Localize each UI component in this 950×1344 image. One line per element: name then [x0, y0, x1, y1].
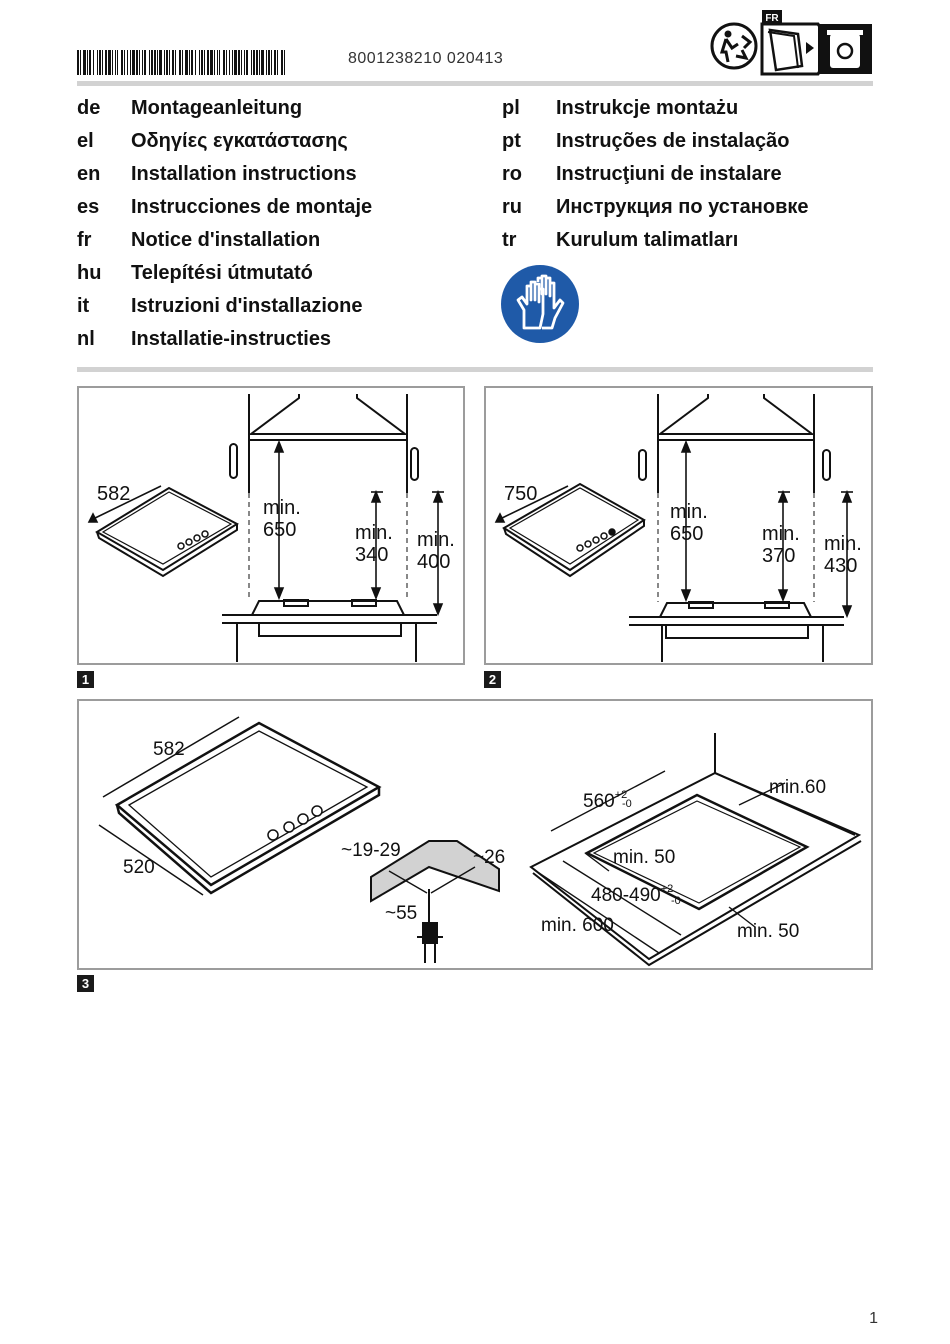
section-divider — [77, 367, 873, 372]
fig3-cutout-depth-tol-minus: -0 — [671, 895, 681, 907]
header-divider — [77, 81, 873, 86]
language-title: Montageanleitung — [131, 97, 303, 119]
language-title: Notice d'installation — [131, 229, 321, 251]
fig2-wall-min-label: min. — [824, 533, 862, 555]
language-title: Telepítési útmutató — [131, 262, 313, 284]
fig3-clip-range: ~19-29 — [341, 840, 401, 861]
recycling-logos: FR — [710, 10, 872, 76]
fig2-side-min-label: min. — [762, 523, 800, 545]
language-code: tr — [502, 229, 517, 251]
language-title: Instrukcje montażu — [556, 97, 739, 119]
fig2-side-min-value: 370 — [762, 545, 795, 567]
language-code: hu — [77, 262, 102, 284]
language-code: pl — [502, 97, 520, 119]
language-list-left: de Montageanleitung el Οδηγίες εγκατάστασης… — [77, 92, 372, 356]
figure-3-number: 3 — [77, 975, 94, 992]
language-row-ro: ro Instrucţiuni de instalare — [502, 158, 809, 191]
language-title: Kurulum talimatları — [556, 229, 739, 251]
language-title: Instrucciones de montaje — [131, 196, 373, 218]
figure-2-number: 2 — [484, 671, 501, 688]
fig3-min-front: min. 50 — [613, 847, 675, 868]
language-title: Installatie-instructies — [131, 328, 332, 350]
language-code: el — [77, 130, 94, 152]
fig3-min-worktop: min. 600 — [541, 915, 614, 936]
page-number: 1 — [869, 1310, 878, 1327]
language-title: Инструкция по установке — [556, 196, 809, 218]
language-code: ro — [502, 163, 522, 185]
language-row-es: es Instrucciones de montaje — [77, 191, 372, 224]
fig2-hob-width: 750 — [504, 483, 537, 505]
language-row-en: en Installation instructions — [77, 158, 372, 191]
protective-gloves-icon — [501, 265, 579, 343]
fig3-min-wall: min.60 — [769, 777, 826, 798]
fig2-hood-min-label: min. — [670, 501, 708, 523]
language-row-tr: tr Kurulum talimatları — [502, 224, 809, 257]
fig2-hood-min-value: 650 — [670, 523, 703, 545]
language-code: en — [77, 163, 101, 185]
document-number: 8001238210 020413 — [348, 50, 504, 67]
language-title: Istruzioni d'installazione — [131, 295, 363, 317]
sorting-info-icon — [760, 22, 872, 76]
barcode — [77, 50, 285, 75]
fig3-cutout-width: 560+2 — [583, 789, 627, 812]
language-row-ru: ru Инструкция по установке — [502, 191, 809, 224]
language-list-right: pl Instrukcje montażu pt Instruções de inst… — [502, 92, 809, 257]
fig3-hob-width: 582 — [153, 739, 185, 760]
fig1-hood-min-label: min. — [263, 497, 301, 519]
figure-1-number: 1 — [77, 671, 94, 688]
fr-badge: FR — [762, 10, 782, 24]
figure-3-cutout-dimensions: 582 520 ~19-29 ~26 ~55 — [77, 699, 873, 970]
fig1-wall-min-label: min. — [417, 529, 455, 551]
language-title: Instruções de instalação — [556, 130, 790, 152]
fig1-hood-min-value: 650 — [263, 519, 296, 541]
language-row-el: el Οδηγίες εγκατάστασης — [77, 125, 372, 158]
fig3-min-side: min. 50 — [737, 921, 799, 942]
language-title: Installation instructions — [131, 163, 357, 185]
fig3-cutout-width-tol-minus: -0 — [622, 798, 632, 810]
fig1-side-min-value: 340 — [355, 544, 388, 566]
fig1-hob-width: 582 — [97, 483, 130, 505]
language-code: pt — [502, 130, 521, 152]
fig1-side-min-label: min. — [355, 522, 393, 544]
fr-badge-label: FR — [765, 13, 779, 24]
language-title: Οδηγίες εγκατάστασης — [131, 130, 348, 152]
language-row-fr: fr Notice d'installation — [77, 224, 372, 257]
language-code: fr — [77, 229, 92, 251]
fig3-clip-depth: ~55 — [385, 903, 417, 924]
language-row-de: de Montageanleitung — [77, 92, 372, 125]
fig2-wall-min-value: 430 — [824, 555, 857, 577]
fig3-hob-depth: 520 — [123, 857, 155, 878]
language-row-nl: nl Installatie-instructies — [77, 323, 372, 356]
language-row-it: it Istruzioni d'installazione — [77, 290, 372, 323]
language-title: Instrucţiuni de instalare — [556, 163, 782, 185]
figure-1-wall-distances: 582 min. 650 min. 340 min. 400 — [77, 386, 465, 665]
language-code: es — [77, 196, 100, 218]
language-row-pt: pt Instruções de instalação — [502, 125, 809, 158]
fig3-cutout-depth: 480-490+2 — [591, 883, 673, 906]
fig3-clip-width: ~26 — [473, 847, 505, 868]
figure-2-wall-distances: 750 min. 650 min. 370 min. 430 — [484, 386, 873, 665]
language-code: de — [77, 97, 101, 119]
language-code: it — [77, 295, 90, 317]
language-row-pl: pl Instrukcje montażu — [502, 92, 809, 125]
fig1-wall-min-value: 400 — [417, 551, 450, 573]
language-code: ru — [502, 196, 522, 218]
triman-recycle-icon — [710, 22, 758, 70]
language-code: nl — [77, 328, 95, 350]
language-row-hu: hu Telepítési útmutató — [77, 257, 372, 290]
